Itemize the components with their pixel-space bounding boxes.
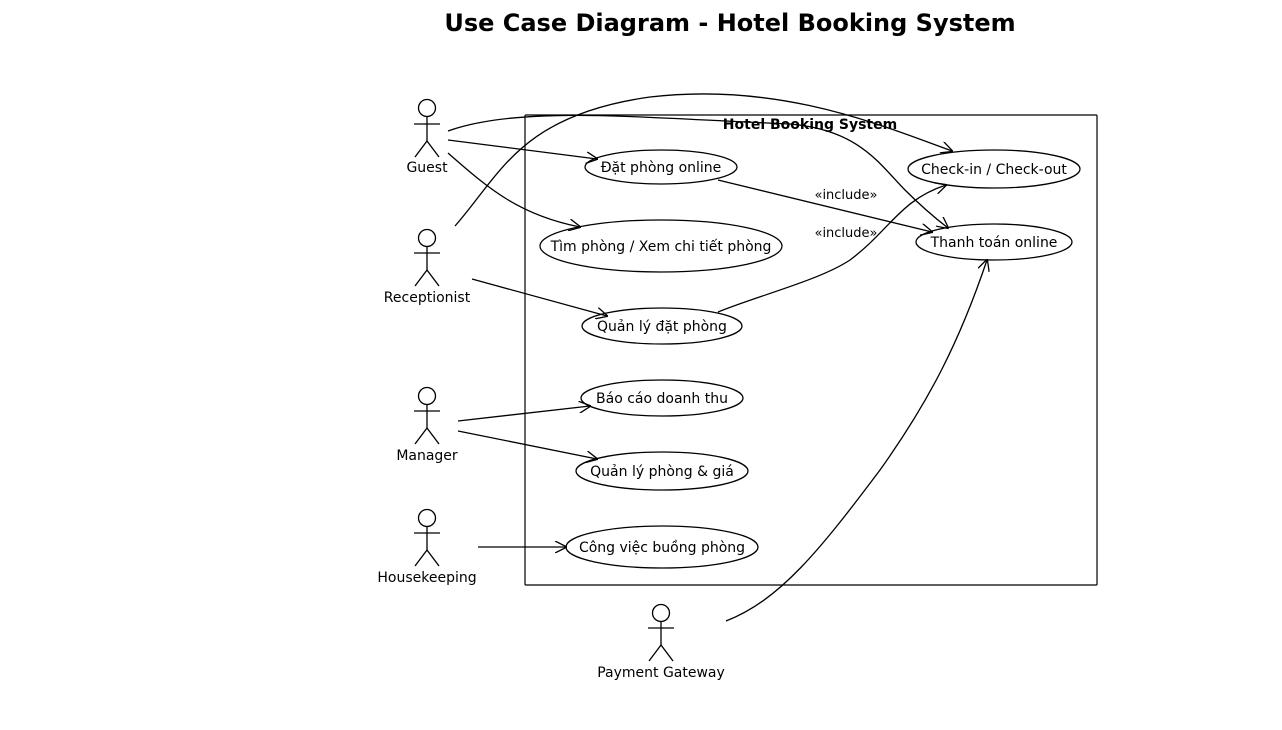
include-label: «include» [814, 188, 877, 203]
usecase-quan-ly-dat-phong[interactable]: Quản lý đặt phòng [581, 307, 743, 345]
actor-label: Guest [406, 160, 448, 176]
stick-figure-icon [414, 98, 440, 158]
association-manager-bao-cao [457, 406, 590, 422]
usecase-label: Quản lý đặt phòng [597, 319, 727, 335]
actor-receptionist[interactable]: Receptionist [384, 228, 471, 307]
actor-guest[interactable]: Guest [406, 98, 448, 177]
association-receptionist-check-in [454, 93, 952, 227]
usecase-quan-ly-phong-gia[interactable]: Quản lý phòng & giá [575, 451, 749, 491]
stick-figure-icon [414, 228, 440, 287]
include-label: «include» [814, 226, 877, 241]
usecase-check-in-out[interactable]: Check-in / Check-out [907, 149, 1081, 189]
usecase-thanh-toan-online[interactable]: Thanh toán online [915, 223, 1073, 261]
actor-label: Manager [396, 448, 458, 464]
stick-figure-icon [648, 603, 674, 662]
usecase-tim-phong[interactable]: Tìm phòng / Xem chi tiết phòng [539, 219, 783, 273]
stick-figure-icon [414, 386, 440, 445]
stick-figure-icon [414, 508, 440, 567]
usecase-label: Tìm phòng / Xem chi tiết phòng [550, 238, 772, 255]
association-guest-dat-phong [447, 139, 597, 159]
usecase-label: Thanh toán online [930, 235, 1058, 251]
actor-label: Payment Gateway [597, 665, 725, 681]
system-boundary-label: Hotel Booking System [723, 117, 897, 133]
usecase-bao-cao-doanh-thu[interactable]: Báo cáo doanh thu [580, 379, 744, 417]
usecase-label: Công việc buồng phòng [579, 539, 745, 556]
actor-manager[interactable]: Manager [396, 386, 458, 465]
include-quan-ly-dat-phong-check-in [717, 185, 946, 313]
usecase-label: Đặt phòng online [601, 160, 722, 176]
association-manager-quan-ly-phong [457, 430, 597, 459]
association-guest-thanh-toan [447, 114, 948, 228]
include-dat-phong-thanh-toan [717, 179, 932, 232]
association-guest-tim-phong [447, 152, 580, 227]
usecase-label: Check-in / Check-out [921, 162, 1067, 178]
usecase-cong-viec-buong-phong[interactable]: Công việc buồng phòng [565, 525, 759, 569]
actor-label: Housekeeping [377, 570, 476, 586]
usecase-dat-phong-online[interactable]: Đặt phòng online [584, 149, 738, 185]
actor-housekeeping[interactable]: Housekeeping [377, 508, 477, 587]
diagram-title: Use Case Diagram - Hotel Booking System [444, 9, 1015, 37]
actor-payment-gateway[interactable]: Payment Gateway [597, 603, 725, 682]
association-receptionist-quan-ly-dat-phong [471, 278, 607, 316]
usecase-label: Quản lý phòng & giá [590, 464, 734, 480]
usecase-label: Báo cáo doanh thu [596, 391, 728, 407]
association-payment-thanh-toan [725, 260, 987, 622]
actor-label: Receptionist [384, 290, 471, 306]
